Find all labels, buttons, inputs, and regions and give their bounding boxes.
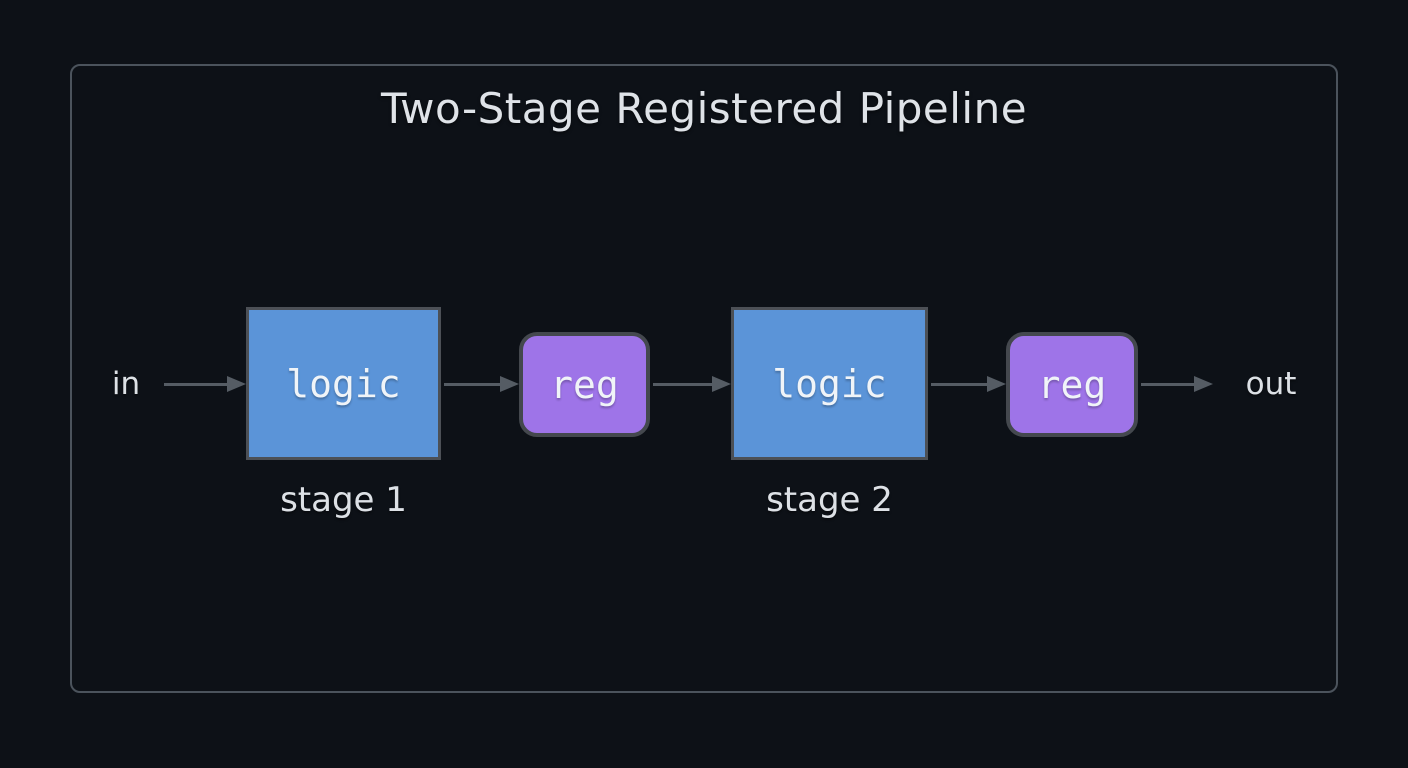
arrow-head-icon [1194, 376, 1213, 392]
arrow-shaft [931, 382, 987, 386]
stage1-caption: stage 1 [280, 480, 407, 520]
diagram-frame [70, 64, 1338, 693]
arrow-shaft [1141, 382, 1194, 386]
arrow-head-icon [712, 376, 731, 392]
arrow-shaft [444, 382, 500, 386]
stage2-caption: stage 2 [766, 480, 893, 520]
arrow-reg1-to-logic2 [653, 376, 731, 392]
reg-box-stage2: reg [1006, 332, 1138, 437]
arrow-logic2-to-reg2 [931, 376, 1006, 392]
reg-box-label: reg [1037, 362, 1107, 407]
logic-box-stage2: logic [731, 307, 928, 460]
diagram-title: Two-Stage Registered Pipeline [380, 84, 1028, 133]
output-label: out [1245, 366, 1297, 402]
arrow-head-icon [500, 376, 519, 392]
reg-box-stage1: reg [519, 332, 650, 437]
arrow-head-icon [227, 376, 246, 392]
logic-box-label: logic [286, 361, 401, 406]
arrow-in-to-logic1 [164, 376, 246, 392]
input-label: in [111, 366, 141, 402]
arrow-shaft [653, 382, 712, 386]
logic-box-stage1: logic [246, 307, 441, 460]
arrow-shaft [164, 382, 227, 386]
arrow-logic1-to-reg1 [444, 376, 519, 392]
reg-box-label: reg [550, 362, 619, 407]
arrow-reg2-to-out [1141, 376, 1213, 392]
arrow-head-icon [987, 376, 1006, 392]
logic-box-label: logic [772, 361, 887, 406]
